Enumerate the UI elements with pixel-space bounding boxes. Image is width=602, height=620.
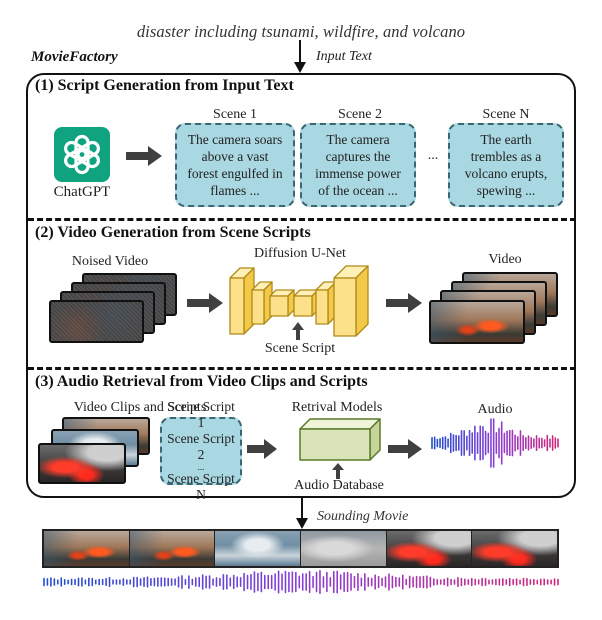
scene-1-script-box: The camera soars above a vast forest eng… <box>175 123 295 207</box>
video-output-label: Video <box>488 252 522 267</box>
arrow-right-icon <box>247 439 277 459</box>
diffusion-unet-icon <box>229 265 369 337</box>
scene-1-label: Scene 1 <box>213 107 257 122</box>
output-arrow-icon <box>296 498 308 529</box>
scene-script-item: Scene Script 1 <box>167 399 235 430</box>
scene-1-text: The camera soars above a vast forest eng… <box>187 132 283 198</box>
arrow-right-icon <box>386 293 422 313</box>
scene-scripts-box: Scene Script 1 Scene Script 2 ... Scene … <box>160 399 242 502</box>
video-clip-frame <box>38 443 126 484</box>
scene-script-item: Scene Script 2 <box>167 431 235 462</box>
openai-logo-icon <box>54 127 110 182</box>
section-1-title: (1) Script Generation from Input Text <box>35 77 294 94</box>
app-title: MovieFactory <box>31 49 118 65</box>
chatgpt-label: ChatGPT <box>53 184 111 200</box>
section-3-title: (3) Audio Retrieval from Video Clips and… <box>35 373 368 390</box>
input-text-label: Input Text <box>316 49 372 64</box>
section-divider <box>28 218 576 221</box>
movie-audio-waveform-icon <box>43 570 559 594</box>
movie-frame-tsunami <box>215 531 302 566</box>
scene-n-label: Scene N <box>482 107 530 122</box>
movie-frame-volcano <box>386 531 473 566</box>
audio-database-label: Audio Database <box>294 478 384 493</box>
generated-video-frame <box>429 300 525 344</box>
arrow-right-icon <box>126 146 162 166</box>
sounding-movie-label: Sounding Movie <box>317 509 409 524</box>
movie-frame-wildfire <box>44 531 130 566</box>
audio-waveform-icon <box>431 418 559 468</box>
section-2-title: (2) Video Generation from Scene Scripts <box>35 224 311 241</box>
noised-video-frame <box>49 300 144 343</box>
arrow-right-icon <box>187 293 223 313</box>
retrieval-models-label: Retrival Models <box>291 400 383 415</box>
input-arrow-icon <box>294 40 306 73</box>
scene-n-script-box: The earth trembles as a volcano erupts, … <box>448 123 564 207</box>
movie-frame-volcano <box>472 531 558 566</box>
audio-output-label: Audio <box>477 402 513 417</box>
scene-2-script-box: The camera captures the immense power of… <box>300 123 416 207</box>
video-clips-label: Video Clips and Scripts <box>73 400 207 415</box>
scene-n-text: The earth trembles as a volcano erupts, … <box>464 132 548 198</box>
scene-script-ellipsis: ... <box>197 462 205 472</box>
scene-2-text: The camera captures the immense power of… <box>315 132 401 198</box>
moviefactory-pipeline-frame <box>26 73 576 498</box>
scene-2-label: Scene 2 <box>338 107 382 122</box>
arrow-up-icon <box>292 322 304 340</box>
scene-script-label: Scene Script <box>264 341 336 356</box>
retrieval-model-block-icon <box>299 418 381 461</box>
noised-video-label: Noised Video <box>71 254 149 269</box>
arrow-up-icon <box>332 463 344 479</box>
movie-frame-smoke <box>301 531 387 566</box>
diffusion-unet-label: Diffusion U-Net <box>254 246 346 261</box>
section-divider <box>28 367 576 370</box>
scene-script-item: Scene Script N <box>167 471 235 502</box>
movie-frame-wildfire <box>129 531 216 566</box>
arrow-right-icon <box>388 439 422 459</box>
scene-ellipsis: ... <box>427 148 439 163</box>
input-prompt: disaster including tsunami, wildfire, an… <box>136 22 466 41</box>
sounding-movie-strip <box>42 529 559 568</box>
